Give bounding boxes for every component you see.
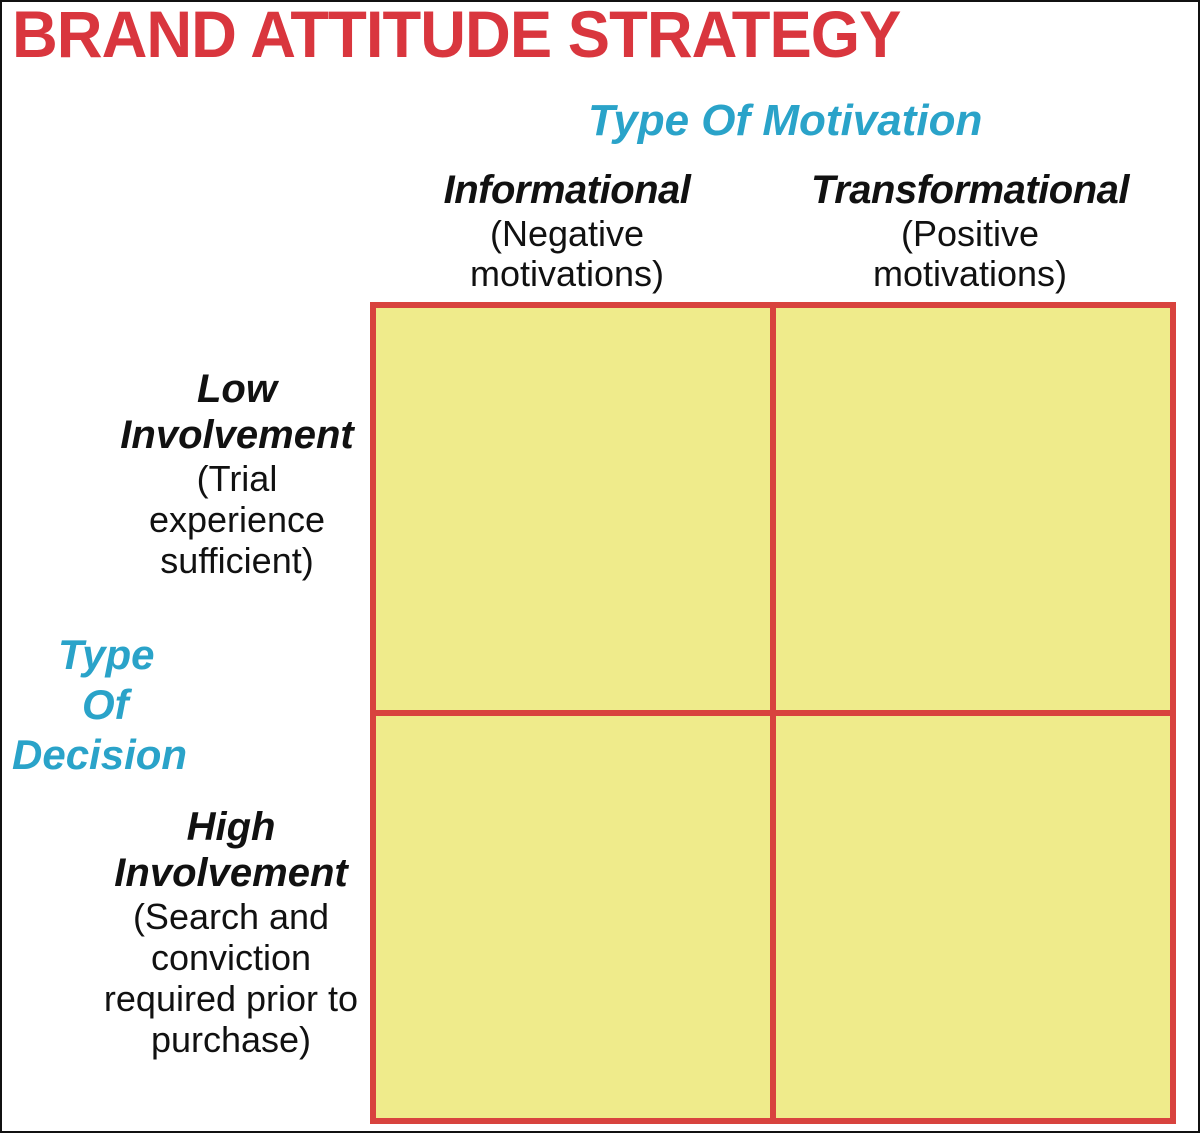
- column-subtitle-line2-informational: motivations): [469, 253, 665, 294]
- cell-high-informational: [376, 716, 770, 1118]
- column-header-informational: Informational (Negative motivations): [377, 166, 757, 294]
- column-subtitle-line2-transformational: motivations): [872, 253, 1068, 294]
- row-subtitle-line1-low: (Trial: [196, 458, 278, 499]
- row-name-line2-high: Involvement: [114, 851, 348, 895]
- column-subtitle-line1-transformational: (Positive: [900, 213, 1040, 254]
- decision-axis-label-line2: Of: [82, 681, 129, 728]
- row-name-line1-high: High: [186, 805, 276, 849]
- diagram-title: BRAND ATTITUDE STRATEGY: [12, 0, 901, 71]
- column-subtitle-line1-informational: (Negative: [489, 213, 645, 254]
- column-name-transformational: Transformational: [811, 168, 1130, 212]
- decision-axis-label: Type Of Decision: [8, 630, 208, 780]
- row-subtitle-line2-low: experience: [148, 499, 326, 540]
- motivation-axis-label: Type Of Motivation: [588, 96, 983, 145]
- row-subtitle-line4-high: purchase): [150, 1019, 312, 1060]
- row-name-line2-low: Involvement: [120, 413, 354, 457]
- cell-low-informational: [376, 308, 770, 710]
- column-header-transformational: Transformational (Positive motivations): [780, 166, 1160, 294]
- cell-low-transformational: [776, 308, 1170, 710]
- strategy-matrix: [370, 302, 1176, 1124]
- row-subtitle-line3-high: required prior to: [103, 978, 359, 1019]
- cell-high-transformational: [776, 716, 1170, 1118]
- row-subtitle-line2-high: conviction: [150, 937, 312, 978]
- row-header-high-involvement: High Involvement (Search and conviction …: [66, 804, 396, 1060]
- decision-axis-label-line3: Decision: [12, 731, 188, 778]
- row-subtitle-line3-low: sufficient): [160, 540, 314, 581]
- row-subtitle-line1-high: (Search and: [132, 896, 330, 937]
- decision-axis-label-line1: Type: [58, 631, 155, 678]
- row-header-low-involvement: Low Involvement (Trial experience suffic…: [72, 366, 402, 581]
- row-name-line1-low: Low: [197, 367, 277, 411]
- column-name-informational: Informational: [443, 168, 691, 212]
